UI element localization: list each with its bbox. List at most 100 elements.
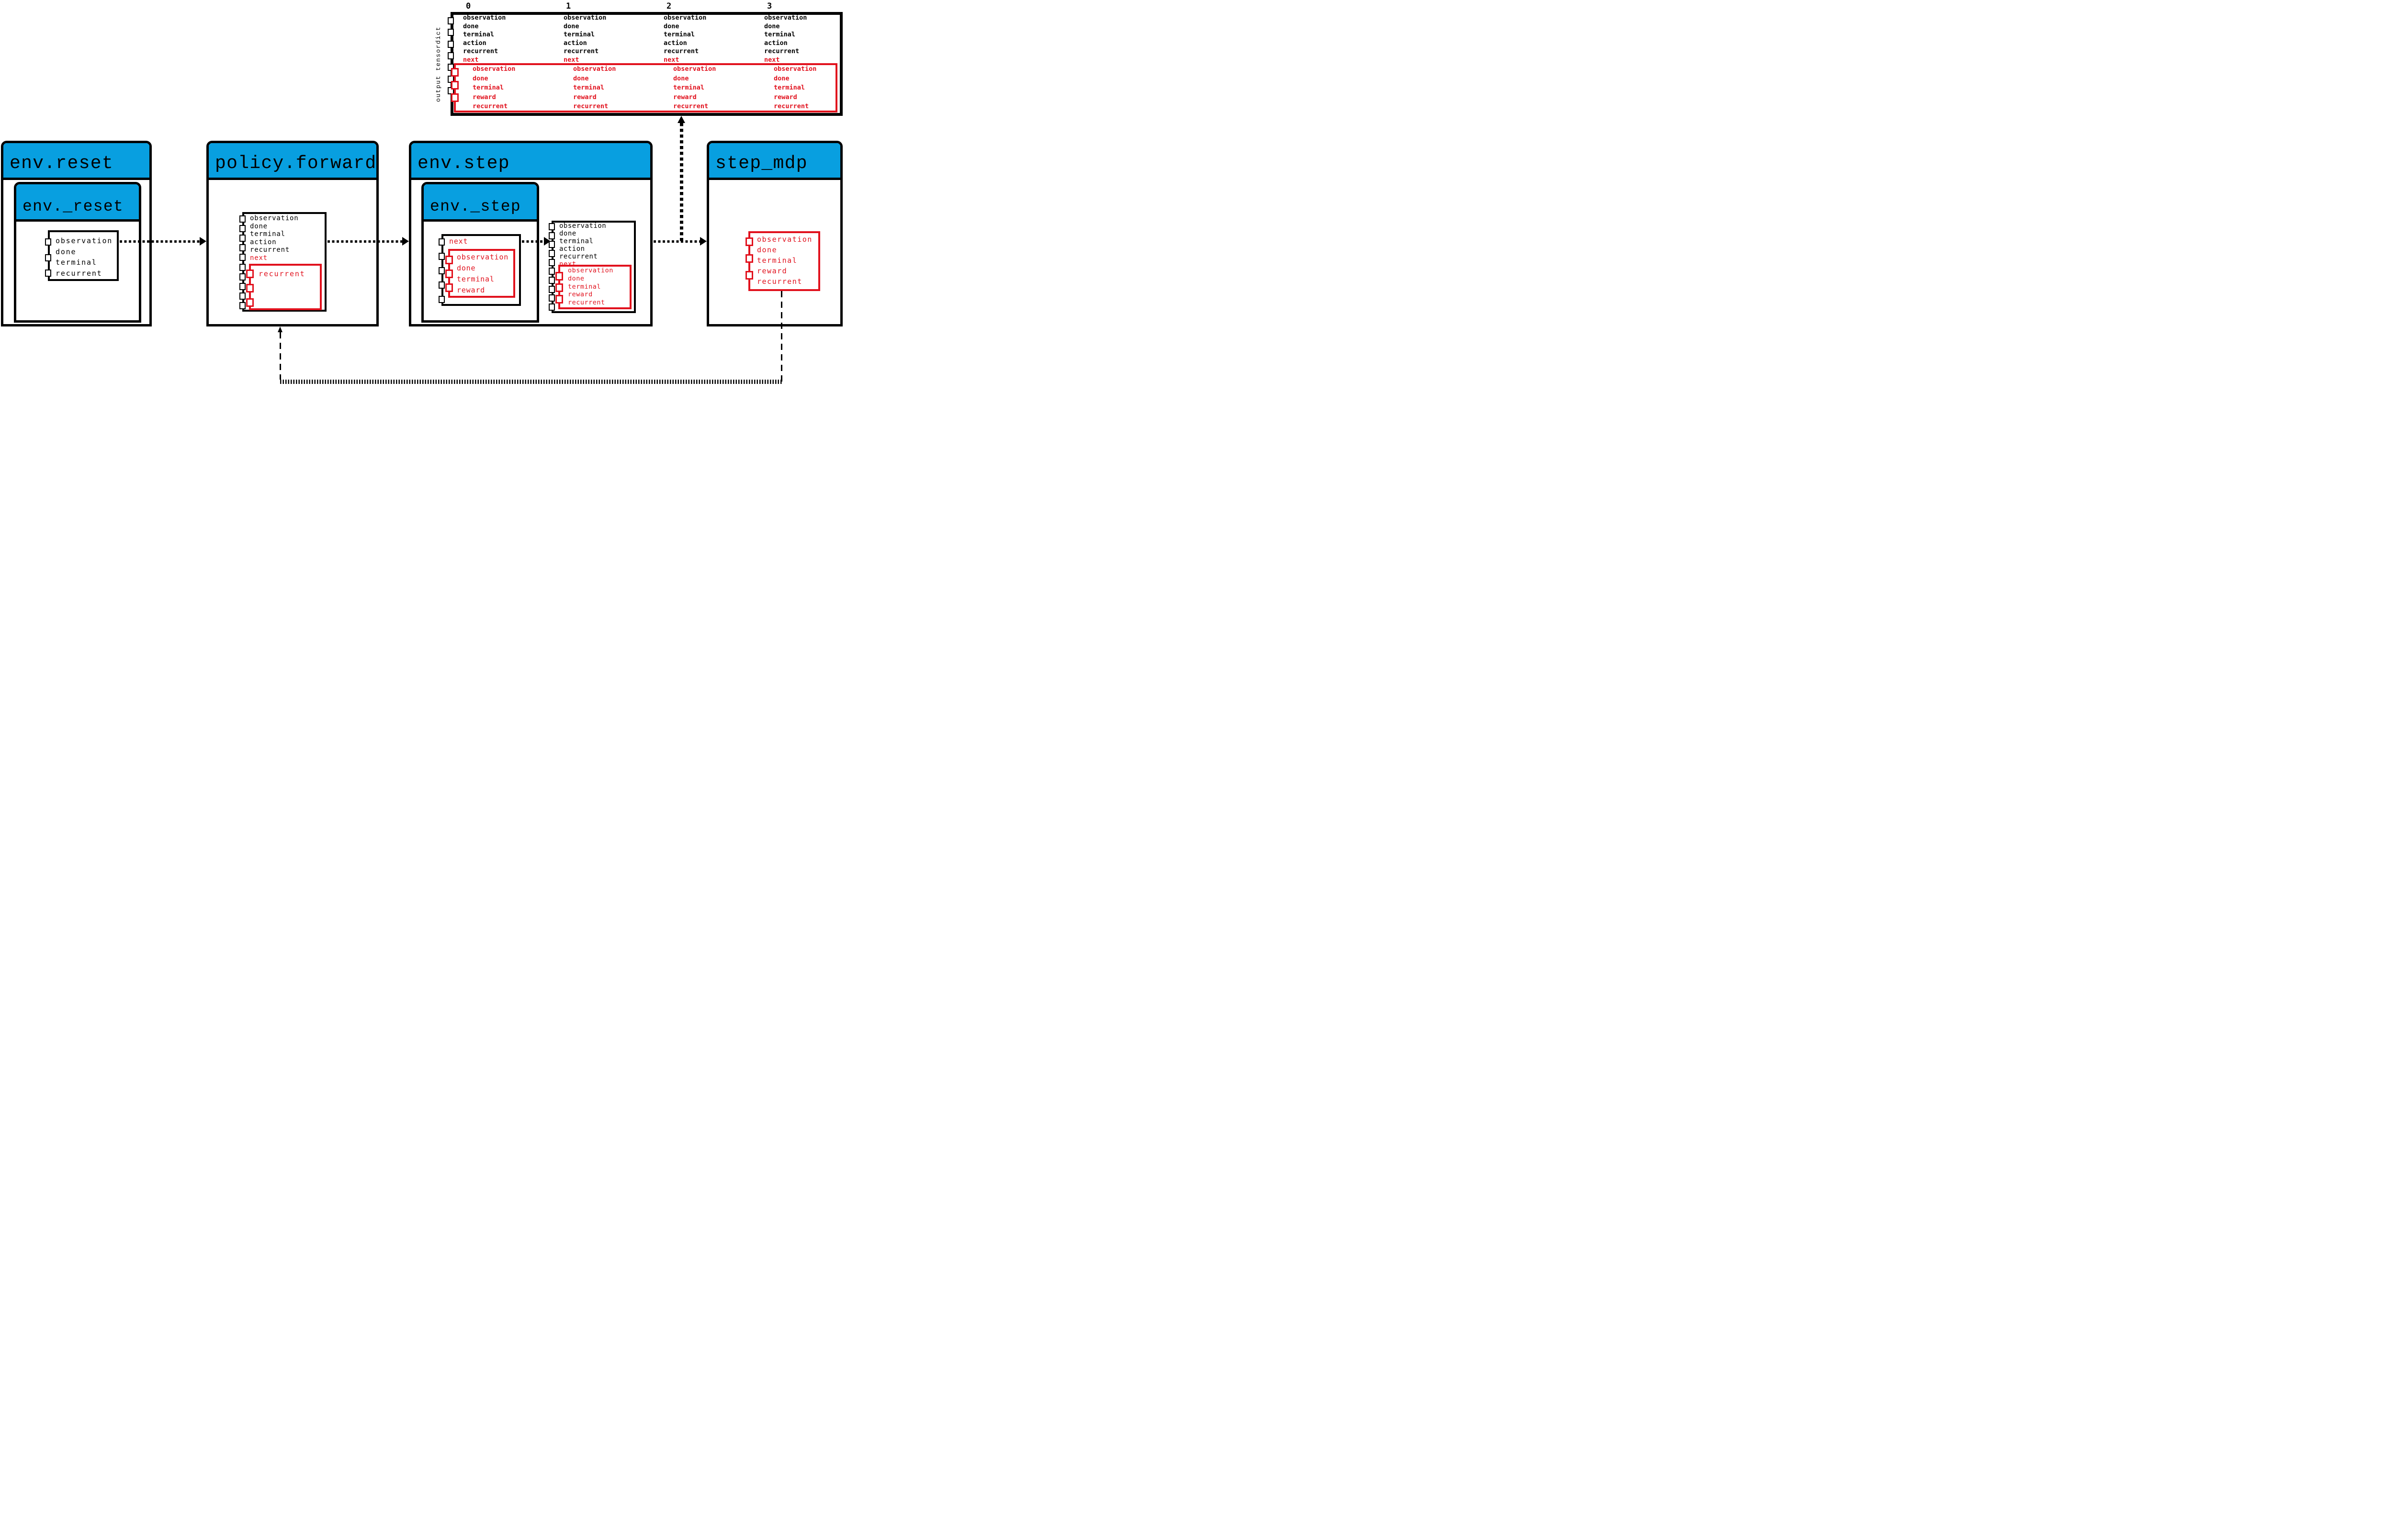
box-title: policy.forward bbox=[215, 153, 377, 174]
output-next-column-0: observation done terminal reward recurre… bbox=[473, 65, 515, 112]
key-icon bbox=[439, 253, 445, 260]
feedback-line-down bbox=[781, 291, 782, 382]
key-icon bbox=[45, 254, 51, 261]
key-icon bbox=[448, 29, 454, 36]
tensordict-key: terminal bbox=[56, 258, 97, 267]
next-key: next bbox=[764, 56, 780, 64]
key-icon bbox=[239, 302, 246, 309]
tensordict-key: terminal bbox=[473, 84, 504, 91]
box-header: env.step bbox=[411, 143, 650, 180]
tensordict-key: terminal bbox=[564, 31, 595, 38]
tensordict-key: terminal bbox=[250, 230, 285, 238]
tensordict-key: recurrent bbox=[259, 270, 305, 278]
column-label-3: 3 bbox=[767, 1, 772, 11]
step-output-next-keys: observation done terminal reward recurre… bbox=[568, 267, 613, 307]
key-icon bbox=[549, 232, 555, 239]
box-title: step_mdp bbox=[715, 153, 808, 174]
key-icon bbox=[745, 254, 753, 263]
output-next-column-3: observation done terminal reward recurre… bbox=[774, 65, 816, 112]
tensordict-key: done bbox=[757, 246, 778, 254]
key-icon bbox=[246, 284, 254, 292]
key-icon bbox=[555, 272, 563, 281]
tensordict-key: observation bbox=[56, 236, 113, 245]
column-label-0: 0 bbox=[466, 1, 471, 11]
key-icon bbox=[549, 294, 555, 302]
key-icon bbox=[246, 270, 254, 278]
tensordict-key: done bbox=[250, 222, 268, 230]
key-icon bbox=[555, 295, 563, 304]
tensordict-key: recurrent bbox=[664, 47, 699, 55]
tensordict-key: action bbox=[664, 39, 687, 47]
tensordict-key: action bbox=[559, 245, 585, 253]
next-key: next bbox=[664, 56, 679, 64]
tensordict-key: action bbox=[463, 39, 486, 47]
policy-next-tensordict-keys: recurrent bbox=[259, 269, 305, 279]
tensordict-key: recurrent bbox=[757, 277, 802, 286]
key-icon bbox=[445, 270, 453, 278]
tensordict-key: recurrent bbox=[473, 102, 508, 110]
tensordict-zipper-red bbox=[445, 256, 453, 292]
tensordict-key: observation bbox=[463, 14, 506, 22]
tensordict-key: observation bbox=[673, 65, 716, 73]
tensordict-key: recurrent bbox=[673, 102, 709, 110]
key-icon bbox=[549, 276, 555, 284]
key-icon bbox=[445, 283, 453, 292]
feedback-line-up bbox=[280, 332, 281, 380]
key-icon bbox=[246, 298, 254, 307]
step-input-next-keys: observation done terminal reward bbox=[457, 252, 508, 296]
tensordict-key: observation bbox=[774, 65, 817, 73]
tensordict-key: action bbox=[764, 39, 788, 47]
box-title: env._reset bbox=[23, 198, 124, 215]
tensordict-key: recurrent bbox=[463, 47, 498, 55]
tensordict-key: observation bbox=[250, 214, 299, 222]
box-title: env._step bbox=[430, 198, 521, 215]
tensordict-key: reward bbox=[573, 93, 597, 101]
tensordict-key: done bbox=[774, 74, 790, 82]
key-icon bbox=[549, 268, 555, 275]
next-key: next bbox=[250, 254, 268, 262]
rollout-dataflow-diagram: output tensordict 0 1 2 3 observation do… bbox=[0, 0, 846, 385]
tensordict-key: recurrent bbox=[56, 269, 102, 278]
tensordict-key: terminal bbox=[757, 256, 798, 265]
next-key-line: next bbox=[449, 236, 468, 246]
tensordict-key: observation bbox=[568, 267, 613, 274]
arrowhead-icon bbox=[678, 116, 685, 123]
key-icon bbox=[239, 244, 246, 252]
tensordict-key: done bbox=[673, 74, 689, 82]
key-icon bbox=[239, 273, 246, 281]
key-icon bbox=[445, 256, 453, 264]
arrowhead-icon bbox=[278, 326, 282, 332]
tensordict-key: done bbox=[564, 22, 579, 30]
tensordict-key: reward bbox=[568, 291, 593, 299]
tensordict-zipper-red bbox=[555, 272, 563, 304]
box-header: env._reset bbox=[16, 184, 139, 222]
flow-arrow-reset-to-policy bbox=[120, 240, 200, 243]
key-icon bbox=[45, 238, 51, 246]
tensordict-key: reward bbox=[473, 93, 496, 101]
key-icon bbox=[239, 225, 246, 233]
output-next-column-2: observation done terminal reward recurre… bbox=[673, 65, 716, 112]
tensordict-key: terminal bbox=[764, 31, 796, 38]
box-header: step_mdp bbox=[709, 143, 840, 180]
tensordict-key: action bbox=[564, 39, 587, 47]
tensordict-key: reward bbox=[757, 267, 788, 275]
tensordict-key: observation bbox=[559, 222, 607, 230]
tensordict-key: reward bbox=[774, 93, 797, 101]
tensordict-key: terminal bbox=[457, 275, 495, 283]
stepmdp-tensordict-keys: observation done terminal reward recurre… bbox=[757, 234, 813, 287]
key-icon bbox=[549, 259, 555, 266]
key-icon bbox=[239, 215, 246, 223]
tensordict-key: done bbox=[568, 274, 585, 282]
key-icon bbox=[549, 249, 555, 257]
step-output-root-keys: observation done terminal action recurre… bbox=[559, 222, 606, 268]
key-icon bbox=[549, 285, 555, 293]
tensordict-key: observation bbox=[473, 65, 516, 73]
tensordict-key: terminal bbox=[774, 84, 805, 91]
output-column-0: observation done terminal action recurre… bbox=[463, 14, 506, 64]
key-icon bbox=[549, 223, 555, 230]
tensordict-key: done bbox=[764, 22, 780, 30]
column-label-1: 1 bbox=[566, 1, 571, 11]
key-icon bbox=[239, 235, 246, 242]
tensordict-key: observation bbox=[764, 14, 807, 22]
key-icon bbox=[745, 271, 753, 280]
